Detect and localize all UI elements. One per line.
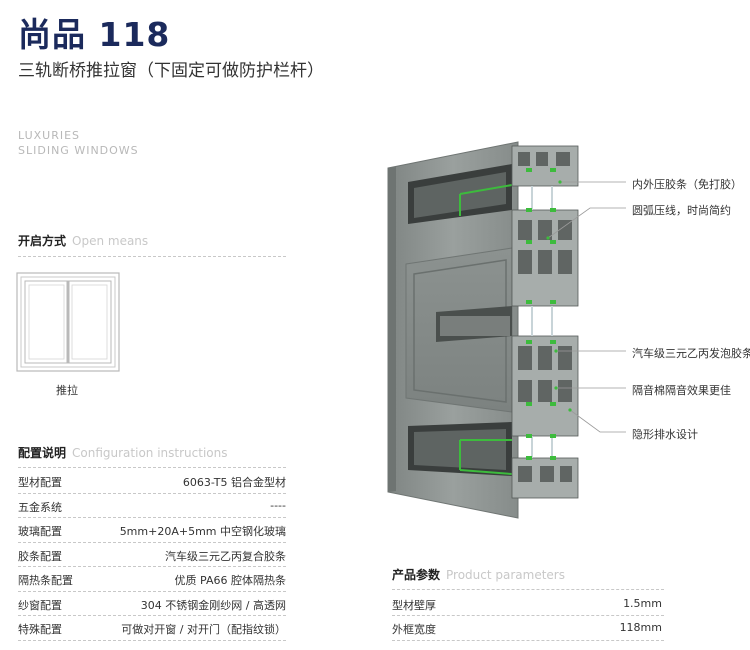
table-row: 纱窗配置 304 不锈钢金刚纱网 / 高透网 [18, 597, 286, 613]
divider [392, 640, 664, 641]
table-row: 胶条配置 汽车级三元乙丙复合胶条 [18, 548, 286, 564]
table-row: 型材壁厚 1.5mm [392, 597, 662, 613]
divider [18, 493, 286, 494]
divider [18, 566, 286, 567]
row-value: 118mm [619, 621, 662, 634]
sliding-window-icon [16, 272, 120, 372]
tagline-line-1: LUXURIES [18, 129, 81, 142]
divider [18, 542, 286, 543]
row-value: 6063-T5 铝合金型材 [182, 476, 286, 489]
table-row: 五金系统 ---- [18, 499, 286, 515]
configuration-title: 配置说明 [18, 446, 67, 460]
table-row: 玻璃配置 5mm+20A+5mm 中空钢化玻璃 [18, 523, 286, 539]
callout-label: 内外压胶条（免打胶） [632, 178, 742, 191]
open-means-title-en: Open means [72, 234, 149, 248]
row-label: 型材配置 [18, 476, 62, 489]
tagline-line-2: SLIDING WINDOWS [18, 144, 139, 157]
table-row: 型材配置 6063-T5 铝合金型材 [18, 474, 286, 490]
table-row: 隔热条配置 优质 PA66 腔体隔热条 [18, 572, 286, 588]
callout-label: 隐形排水设计 [632, 428, 698, 441]
divider [18, 615, 286, 616]
configuration-title-en: Configuration instructions [72, 446, 228, 460]
divider [18, 591, 286, 592]
row-label: 外框宽度 [392, 623, 436, 636]
row-label: 五金系统 [18, 501, 62, 514]
callout-label: 圆弧压线，时尚简约 [632, 204, 731, 217]
open-means-heading: 开启方式 Open means [18, 232, 148, 249]
page-subtitle: 三轨断桥推拉窗（下固定可做防护栏杆） [18, 61, 324, 81]
row-value: 5mm+20A+5mm 中空钢化玻璃 [119, 525, 286, 538]
row-value: 汽车级三元乙丙复合胶条 [165, 550, 286, 563]
table-row: 特殊配置 可做对开窗 / 对开门（配指纹锁） [18, 621, 286, 637]
row-value: ---- [270, 499, 286, 512]
open-means-caption: 推拉 [56, 384, 78, 397]
row-label: 纱窗配置 [18, 599, 62, 612]
product-params-heading: 产品参数 Product parameters [392, 566, 565, 583]
divider [18, 640, 286, 641]
row-value: 可做对开窗 / 对开门（配指纹锁） [121, 623, 286, 636]
row-value: 优质 PA66 腔体隔热条 [174, 574, 286, 587]
product-params-title-en: Product parameters [446, 568, 565, 582]
row-value: 304 不锈钢金刚纱网 / 高透网 [140, 599, 286, 612]
product-params-title: 产品参数 [392, 568, 441, 582]
row-label: 玻璃配置 [18, 525, 62, 538]
divider [392, 615, 664, 616]
divider [18, 517, 286, 518]
callout-label: 隔音棉隔音效果更佳 [632, 384, 731, 397]
window-profile-illustration [387, 141, 579, 519]
row-value: 1.5mm [623, 597, 662, 610]
table-row: 外框宽度 118mm [392, 621, 662, 637]
row-label: 型材壁厚 [392, 599, 436, 612]
row-label: 特殊配置 [18, 623, 62, 636]
divider [18, 256, 286, 257]
divider [18, 467, 286, 468]
divider [392, 589, 664, 590]
callout-label: 汽车级三元乙丙发泡胶条 [632, 347, 750, 360]
page-title: 尚品 118 [18, 15, 171, 54]
configuration-heading: 配置说明 Configuration instructions [18, 444, 227, 461]
row-label: 隔热条配置 [18, 574, 73, 587]
open-means-title: 开启方式 [18, 234, 67, 248]
row-label: 胶条配置 [18, 550, 62, 563]
